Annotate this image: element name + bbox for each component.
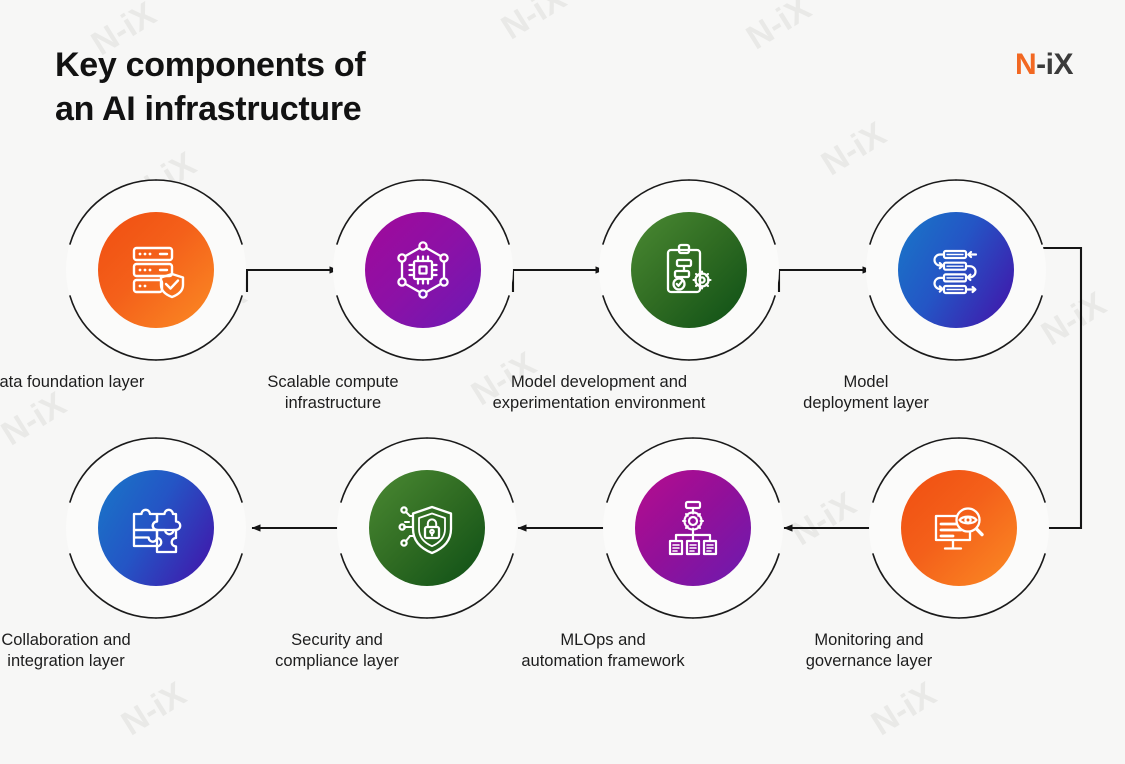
connector-1-2 [245,266,339,292]
logo-n-letter: N [1014,48,1037,81]
node-label: Scalable compute infrastructure [267,373,399,413]
connector-5-6 [783,524,876,550]
cpu-network-hexagon-icon [397,241,449,299]
server-shield-check-icon [132,246,185,299]
node-disc [365,212,481,328]
connector-2-3 [511,266,605,292]
gear-workflow-documents-icon [668,500,718,556]
connector-6-7 [517,524,610,550]
node-disc [98,212,214,328]
node-disc [635,470,751,586]
shield-lock-circuit-icon [398,505,453,555]
deployment-pipeline-icon [933,249,978,295]
page-title: Key components of an AI infrastructure [55,46,366,128]
logo-ix-letters: -iX [1036,48,1073,81]
node-disc [98,470,214,586]
node-label: Collaboration and integration layer [1,631,131,671]
node-label: Model deployment layer [803,373,929,413]
puzzle-pieces-icon [132,508,182,554]
node-label: MLOps and automation framework [521,631,685,671]
node-label: Data foundation layer [0,373,145,391]
connector-7-8 [251,524,344,550]
node-label: Monitoring and governance layer [805,631,933,671]
node-disc [901,470,1017,586]
node-disc [631,212,747,328]
node-disc [369,470,485,586]
connector-3-4 [777,266,872,292]
node-label: Model development and experimentation en… [492,373,706,413]
connector-4-5 [1030,246,1083,532]
brand-logo: N-iX [1014,48,1074,82]
node-disc [898,212,1014,328]
node-label: Security and compliance layer [275,631,399,671]
monitor-magnifier-eye-icon [934,507,984,550]
clipboard-gears-check-icon [666,243,712,294]
